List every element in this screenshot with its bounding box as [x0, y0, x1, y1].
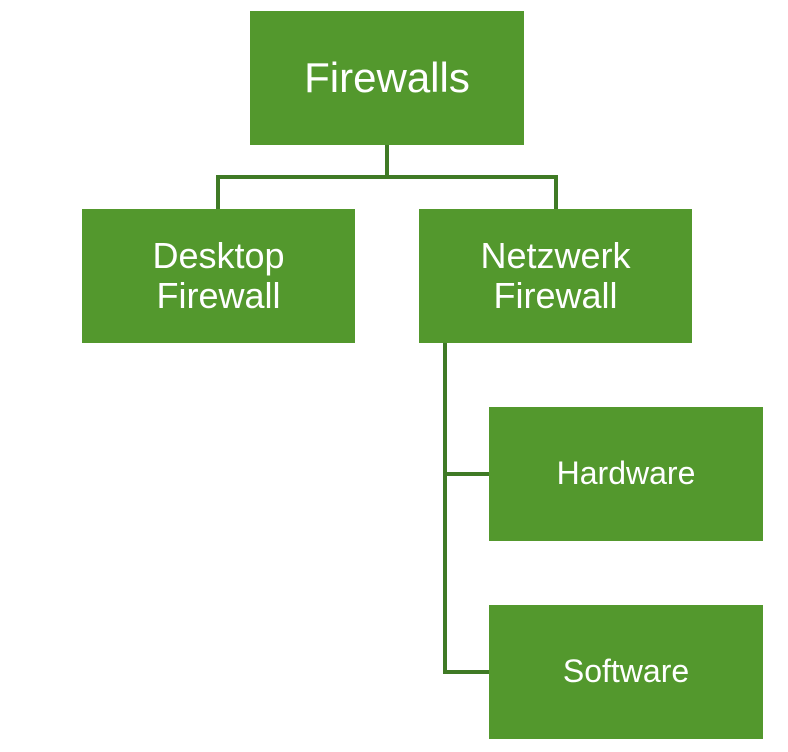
node-firewalls-label: Firewalls — [304, 53, 470, 101]
node-desktop-firewall: Desktop Firewall — [82, 209, 355, 343]
node-desktop-firewall-label: Desktop Firewall — [152, 235, 285, 316]
node-firewalls: Firewalls — [250, 11, 524, 145]
node-netzwerk-firewall-label: Netzwerk Firewall — [480, 235, 631, 316]
node-hardware: Hardware — [489, 407, 763, 541]
node-software-label: Software — [562, 653, 690, 690]
node-netzwerk-firewall: Netzwerk Firewall — [419, 209, 692, 343]
node-software: Software — [489, 605, 763, 739]
node-hardware-label: Hardware — [556, 455, 696, 492]
